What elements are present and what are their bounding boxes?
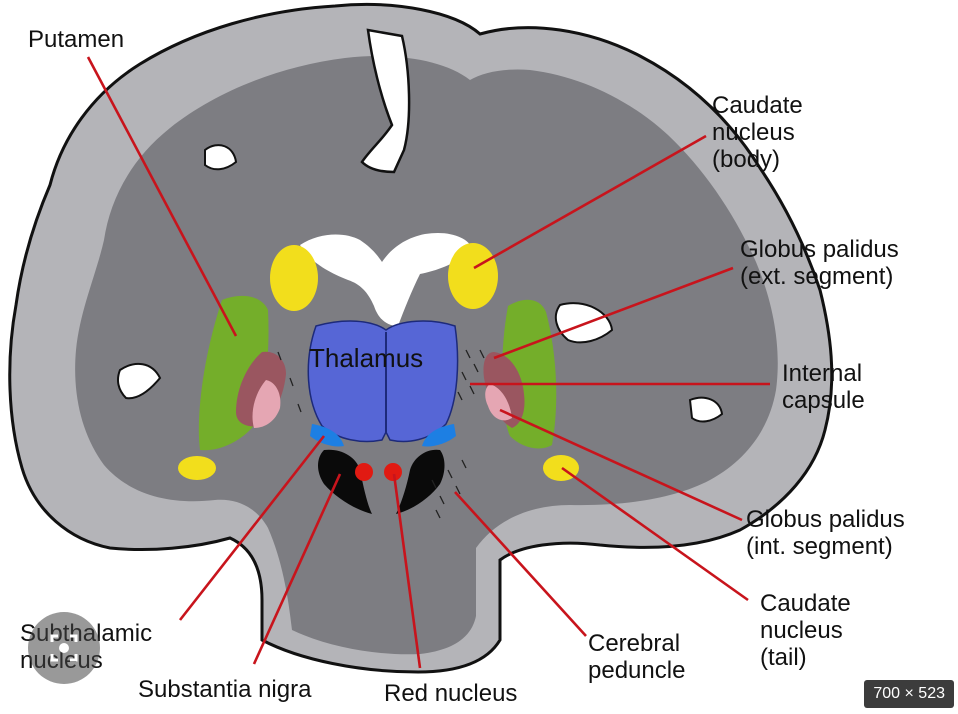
thalamus-label: Thalamus [309,343,424,373]
thalamus [307,320,459,443]
longitudinal-fissure [360,28,411,174]
red-nucleus-label: Red nucleus [384,680,518,707]
caudate-body-right [448,243,498,309]
substantia-nigra-right [396,449,445,514]
visual-search-icon[interactable] [28,612,100,684]
leader-lines [86,56,770,669]
leader-gp-ext [493,266,734,360]
red-nucleus-right [384,463,402,481]
caudate-tail-left [178,456,216,480]
leader-caudate-tail [561,466,749,602]
sulcus [117,362,162,400]
leader-caudate-body [473,134,707,270]
leader-substantia-nigra [252,473,342,665]
globus-pallidus-ext-right [483,352,525,428]
putamen-label: Putamen [28,26,125,53]
leader-subthalamic [178,435,326,621]
red-nucleus-left [355,463,373,481]
internal-capsule-stipple [277,349,485,519]
globus-pallidus-ext-label: Globus palidus (ext. segment) [740,236,899,290]
caudate-body-label: Caudate nucleus (body) [712,92,803,173]
caudate-body-left [270,245,318,311]
subthalamic-left [310,424,344,447]
leader-gp-int [499,408,743,522]
leader-red-nucleus [392,473,422,669]
sulcus [204,144,238,171]
subthalamic-right [422,424,456,447]
globus-pallidus-int-left [252,380,281,428]
cerebral-peduncle-label: Cerebral peduncle [588,630,686,684]
substantia-nigra-label: Substantia nigra [138,676,312,703]
lateral-ventricles [300,232,472,326]
internal-capsule-label: Internal capsule [782,360,865,414]
image-size-badge: 700 × 523 [864,680,954,708]
caudate-tail-label: Caudate nucleus (tail) [760,590,851,671]
leader-cerebral-peduncle [454,491,587,637]
substantia-nigra-left [318,449,372,514]
leader-putamen [86,56,238,337]
sulcus [688,396,724,423]
globus-pallidus-int-label: Globus palidus (int. segment) [746,506,905,560]
